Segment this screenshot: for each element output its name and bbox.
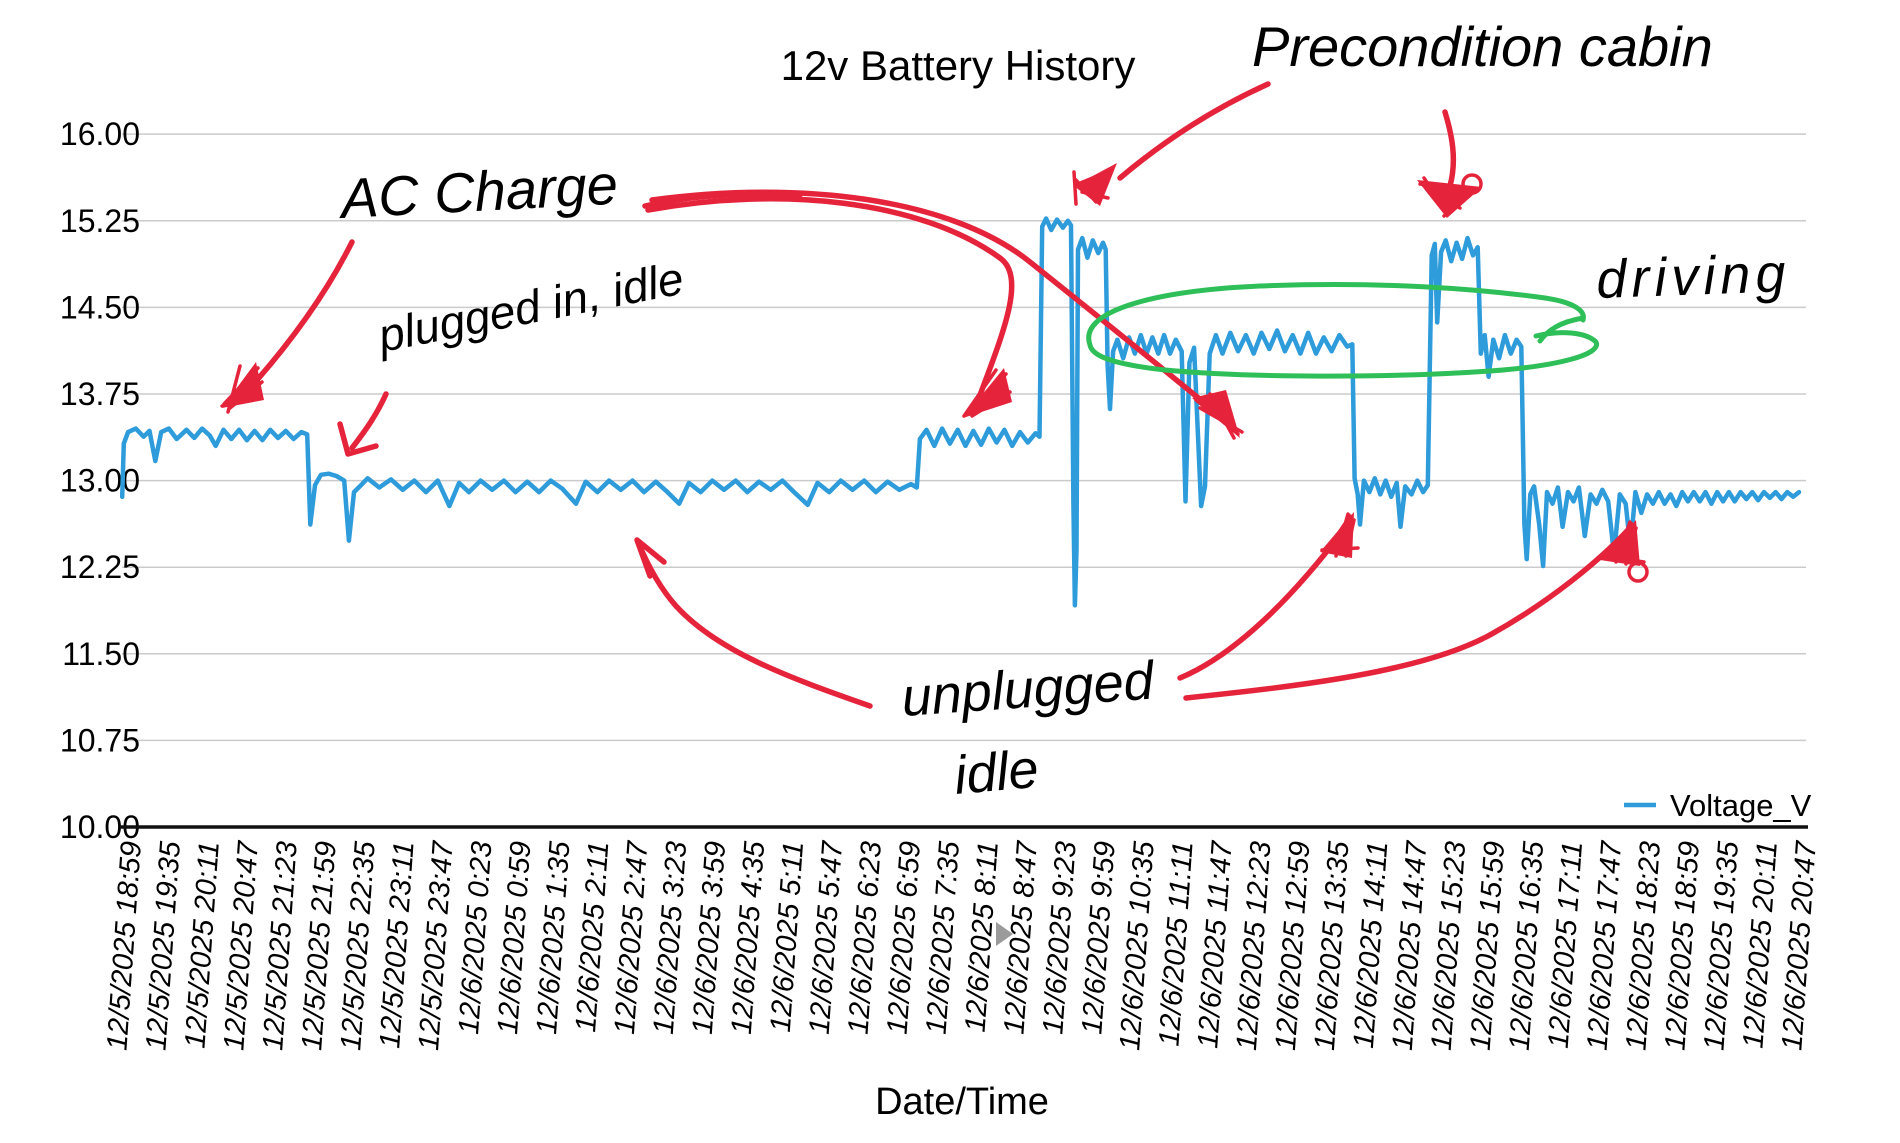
y-axis-labels: 16.00 15.25 14.50 13.75 13.00 12.25 11.50 10.75… bbox=[60, 116, 140, 845]
annotation-idle: idle bbox=[952, 739, 1041, 806]
x-tick-label: 12/6/2025 18:23 bbox=[1620, 840, 1667, 1051]
y-tick-label: 12.25 bbox=[60, 549, 140, 585]
x-tick-label: 12/6/2025 3:23 bbox=[648, 840, 693, 1035]
x-tick-label: 12/6/2025 20:11 bbox=[1737, 840, 1783, 1049]
driving-ellipse bbox=[1086, 281, 1599, 379]
x-tick-label: 12/6/2025 11:47 bbox=[1192, 838, 1239, 1049]
x-tick-label: 12/6/2025 9:59 bbox=[1076, 840, 1121, 1035]
x-tick-label: 12/6/2025 16:35 bbox=[1504, 839, 1551, 1051]
x-tick-label: 12/6/2025 2:11 bbox=[570, 840, 615, 1033]
x-tick-label: 12/6/2025 15:59 bbox=[1465, 840, 1512, 1051]
x-tick-label: 12/6/2025 13:35 bbox=[1309, 839, 1356, 1051]
x-tick-label: 12/5/2025 18:59 bbox=[101, 840, 148, 1051]
x-tick-label: 12/6/2025 17:11 bbox=[1543, 840, 1589, 1049]
arrowhead-unplugged-left bbox=[634, 537, 667, 579]
x-tick-label: 12/5/2025 21:23 bbox=[257, 840, 304, 1051]
x-tick-label: 12/6/2025 12:23 bbox=[1231, 840, 1278, 1051]
arrow-ac-charge-right-b bbox=[649, 189, 1235, 429]
arrow-unplugged-left bbox=[635, 539, 873, 709]
x-axis-title: Date/Time bbox=[875, 1081, 1049, 1123]
legend-label: Voltage_V bbox=[1670, 788, 1812, 823]
y-tick-label: 14.50 bbox=[60, 289, 140, 325]
x-tick-label: 12/6/2025 10:35 bbox=[1114, 839, 1161, 1051]
x-tick-label: 12/6/2025 6:59 bbox=[882, 840, 927, 1035]
arrowhead-scribble-6 bbox=[1320, 512, 1360, 558]
y-tick-label: 13.75 bbox=[60, 376, 140, 412]
arrow-ac-charge-underline bbox=[642, 191, 803, 209]
x-tick-label: 12/6/2025 7:35 bbox=[921, 839, 966, 1035]
arrowhead-loop-2 bbox=[1627, 561, 1649, 583]
x-tick-label: 12/6/2025 1:35 bbox=[531, 839, 576, 1035]
annotation-driving: driving bbox=[1595, 243, 1791, 310]
x-tick-label: 12/6/2025 3:59 bbox=[687, 840, 732, 1035]
x-tick-label: 12/6/2025 15:23 bbox=[1426, 840, 1473, 1051]
x-tick-label: 12/6/2025 17:47 bbox=[1582, 838, 1629, 1051]
arrow-unplugged-right-2 bbox=[1183, 527, 1631, 701]
x-tick-label: 12/6/2025 9:23 bbox=[1037, 840, 1082, 1035]
x-tick-label: 12/6/2025 5:47 bbox=[804, 838, 850, 1035]
arrowhead-scribble-3 bbox=[1194, 392, 1244, 440]
arrow-ac-charge-right-a bbox=[645, 196, 1015, 409]
green-annotations bbox=[1086, 281, 1599, 379]
x-tick-label: 12/6/2025 5:11 bbox=[765, 840, 810, 1033]
x-tick-label: 12/6/2025 12:59 bbox=[1270, 840, 1317, 1051]
arrowhead-plugged-idle bbox=[337, 421, 379, 457]
arrow-ac-charge-left bbox=[247, 239, 355, 391]
annotation-ac-charge: AC Charge bbox=[336, 153, 619, 231]
arrowhead-scribble-5 bbox=[1418, 176, 1478, 218]
x-tick-label: 12/6/2025 4:35 bbox=[726, 839, 771, 1035]
x-tick-label: 12/6/2025 20:47 bbox=[1776, 838, 1823, 1051]
x-tick-label: 12/5/2025 20:11 bbox=[179, 840, 225, 1049]
play-marker-icon bbox=[996, 922, 1013, 946]
x-tick-label: 12/6/2025 19:35 bbox=[1698, 839, 1745, 1051]
x-tick-label: 12/5/2025 23:11 bbox=[374, 840, 420, 1049]
voltage-line-series bbox=[119, 216, 1802, 608]
x-tick-label: 12/5/2025 20:47 bbox=[218, 838, 265, 1051]
x-tick-label: 12/6/2025 14:47 bbox=[1387, 838, 1434, 1051]
annotation-unplugged: unplugged bbox=[900, 650, 1158, 728]
x-tick-label: 12/6/2025 18:59 bbox=[1659, 840, 1706, 1051]
x-tick-label: 12/5/2025 23:47 bbox=[413, 838, 460, 1051]
y-tick-label: 15.25 bbox=[60, 203, 140, 239]
y-tick-label: 16.00 bbox=[60, 116, 140, 152]
y-tick-label: 11.50 bbox=[62, 636, 140, 672]
y-tick-label: 13.00 bbox=[60, 463, 140, 499]
annotation-plugged-in-idle: plugged in, idle bbox=[372, 252, 688, 362]
chart-title: 12v Battery History bbox=[781, 42, 1136, 89]
arrow-precondition-2 bbox=[1442, 109, 1457, 189]
x-tick-label: 12/6/2025 11:11 bbox=[1153, 840, 1199, 1047]
arrowhead-scribble-2 bbox=[962, 368, 1012, 418]
red-annotations bbox=[220, 81, 1649, 709]
arrow-precondition-1 bbox=[1117, 81, 1271, 181]
annotation-precondition-cabin: Precondition cabin bbox=[1252, 15, 1713, 78]
x-tick-label: 12/6/2025 6:23 bbox=[843, 840, 888, 1035]
x-tick-label: 12/6/2025 0:59 bbox=[492, 840, 537, 1035]
arrowhead-scribble-4 bbox=[1072, 168, 1114, 206]
arrowhead-scribble-1 bbox=[220, 364, 264, 414]
arrow-unplugged-right-1 bbox=[1177, 529, 1345, 681]
arrow-plugged-idle bbox=[349, 391, 389, 451]
arrowhead-loop bbox=[1461, 173, 1483, 195]
x-tick-label: 12/5/2025 21:59 bbox=[296, 840, 343, 1051]
arrowhead-scribble-7 bbox=[1600, 520, 1646, 566]
legend: Voltage_V bbox=[1624, 788, 1812, 823]
x-tick-label: 12/5/2025 19:35 bbox=[140, 839, 187, 1051]
x-tick-label: 12/5/2025 22:35 bbox=[335, 839, 382, 1051]
x-tick-label: 12/6/2025 0:23 bbox=[453, 840, 498, 1035]
x-tick-label: 12/6/2025 2:47 bbox=[609, 838, 655, 1035]
y-tick-label: 10.75 bbox=[60, 722, 140, 758]
x-tick-label: 12/6/2025 14:11 bbox=[1348, 840, 1394, 1049]
